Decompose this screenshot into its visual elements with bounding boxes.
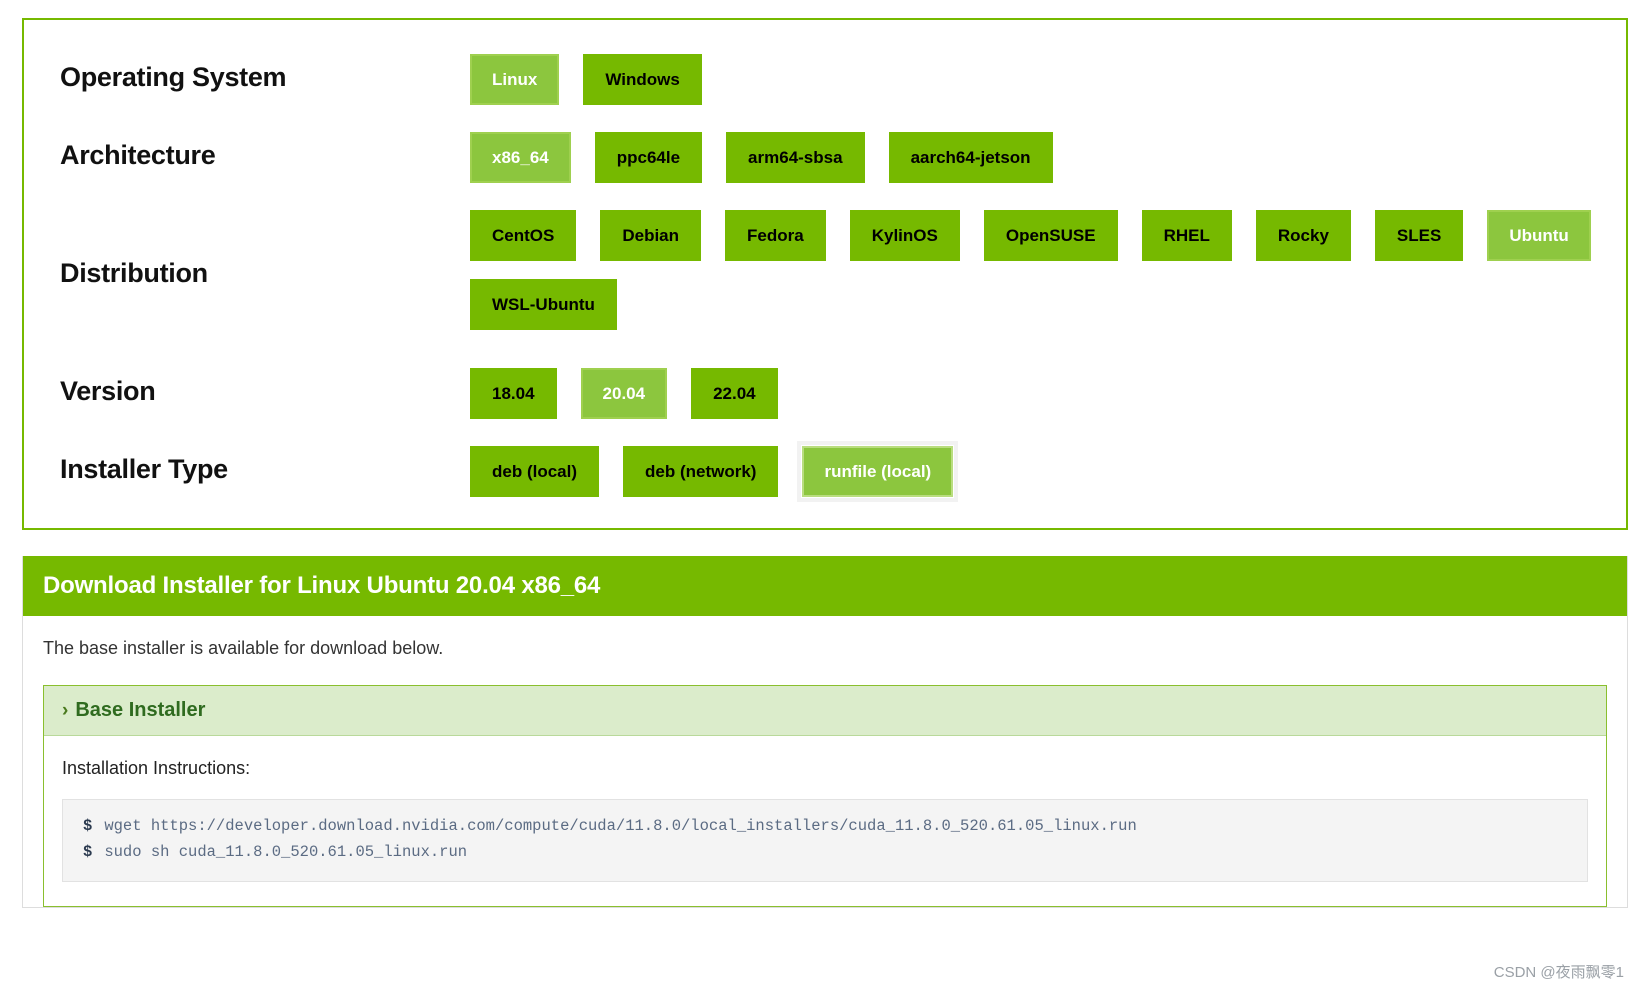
option-version-18-04[interactable]: 18.04 (470, 368, 557, 419)
selector-row-architecture: Architecture x86_64 ppc64le arm64-sbsa aarch… (40, 116, 1610, 194)
shell-prompt-icon: $ (83, 842, 93, 861)
option-distribution-rhel[interactable]: RHEL (1141, 210, 1232, 261)
selector-label-installer-type: Installer Type (60, 453, 228, 484)
base-installer-accordion-header[interactable]: › Base Installer (44, 686, 1606, 736)
code-line: $ wget https://developer.download.nvidia.… (83, 814, 1567, 840)
option-distribution-wsl-ubuntu[interactable]: WSL-Ubuntu (470, 279, 617, 330)
base-installer-accordion: › Base Installer Installation Instructio… (43, 685, 1607, 908)
base-installer-accordion-body: Installation Instructions: $ wget https:/… (44, 736, 1606, 907)
selector-row-distribution: Distribution CentOS Debian Fedora KylinOS Ope… (40, 194, 1610, 352)
selector-row-version: Version 18.04 20.04 22.04 (40, 352, 1610, 430)
selector-options-architecture: x86_64 ppc64le arm64-sbsa aarch64-jetson (470, 116, 1610, 183)
option-distribution-sles[interactable]: SLES (1374, 210, 1464, 261)
option-operating-system-windows[interactable]: Windows (583, 54, 702, 105)
option-architecture-arm64-sbsa[interactable]: arm64-sbsa (726, 132, 865, 183)
option-version-20-04[interactable]: 20.04 (580, 368, 668, 419)
option-distribution-debian[interactable]: Debian (600, 210, 702, 261)
option-distribution-fedora[interactable]: Fedora (725, 210, 826, 261)
code-lines: $ wget https://developer.download.nvidia.… (83, 814, 1567, 865)
selector-label-operating-system: Operating System (60, 61, 287, 92)
installation-instructions-label: Installation Instructions: (62, 758, 251, 778)
selector-row-installer-type: Installer Type deb (local) deb (network) ru… (40, 430, 1610, 508)
code-line: $ sudo sh cuda_11.8.0_520.61.05_linux.run (83, 840, 1567, 866)
installation-command-block[interactable]: $ wget https://developer.download.nvidia.… (62, 799, 1588, 883)
option-operating-system-linux[interactable]: Linux (470, 54, 560, 105)
option-distribution-opensuse[interactable]: OpenSUSE (983, 210, 1118, 261)
selector-options-distribution: CentOS Debian Fedora KylinOS OpenSUSE RHEL Roc… (470, 194, 1610, 330)
command-text: wget https://developer.download.nvidia.c… (104, 817, 1137, 835)
option-distribution-kylinos[interactable]: KylinOS (849, 210, 960, 261)
download-panel-body: The base installer is available for down… (23, 616, 1627, 908)
option-installer-type-deb-network[interactable]: deb (network) (623, 446, 779, 497)
option-version-22-04[interactable]: 22.04 (691, 368, 778, 419)
option-distribution-centos[interactable]: CentOS (470, 210, 577, 261)
selector-label-distribution: Distribution (60, 257, 208, 288)
option-installer-type-deb-local[interactable]: deb (local) (470, 446, 600, 497)
download-intro-text: The base installer is available for down… (43, 638, 444, 658)
command-text: sudo sh cuda_11.8.0_520.61.05_linux.run (104, 842, 468, 861)
download-panel-header: Download Installer for Linux Ubuntu 20.0… (23, 556, 1627, 616)
download-panel: Download Installer for Linux Ubuntu 20.0… (22, 556, 1628, 909)
option-distribution-rocky[interactable]: Rocky (1255, 210, 1351, 261)
selector-options-operating-system: Linux Windows (470, 38, 1610, 105)
base-installer-title: Base Installer (75, 699, 206, 721)
selector-options-installer-type: deb (local) deb (network) runfile (local) (470, 430, 1610, 502)
option-architecture-x86-64[interactable]: x86_64 (470, 132, 571, 183)
shell-prompt-icon: $ (83, 817, 93, 835)
option-architecture-aarch64-jetson[interactable]: aarch64-jetson (888, 132, 1053, 183)
selector-label-architecture: Architecture (60, 139, 216, 170)
selector-row-operating-system: Operating System Linux Windows (40, 38, 1610, 116)
selector-options-version: 18.04 20.04 22.04 (470, 352, 1610, 419)
option-architecture-ppc64le[interactable]: ppc64le (594, 132, 703, 183)
option-installer-type-runfile-local[interactable]: runfile (local) (797, 441, 959, 502)
option-distribution-ubuntu[interactable]: Ubuntu (1487, 210, 1591, 261)
chevron-right-icon[interactable]: › (62, 700, 69, 721)
selector-label-version: Version (60, 375, 156, 406)
watermark: CSDN @夜雨飘零1 (1493, 964, 1624, 981)
